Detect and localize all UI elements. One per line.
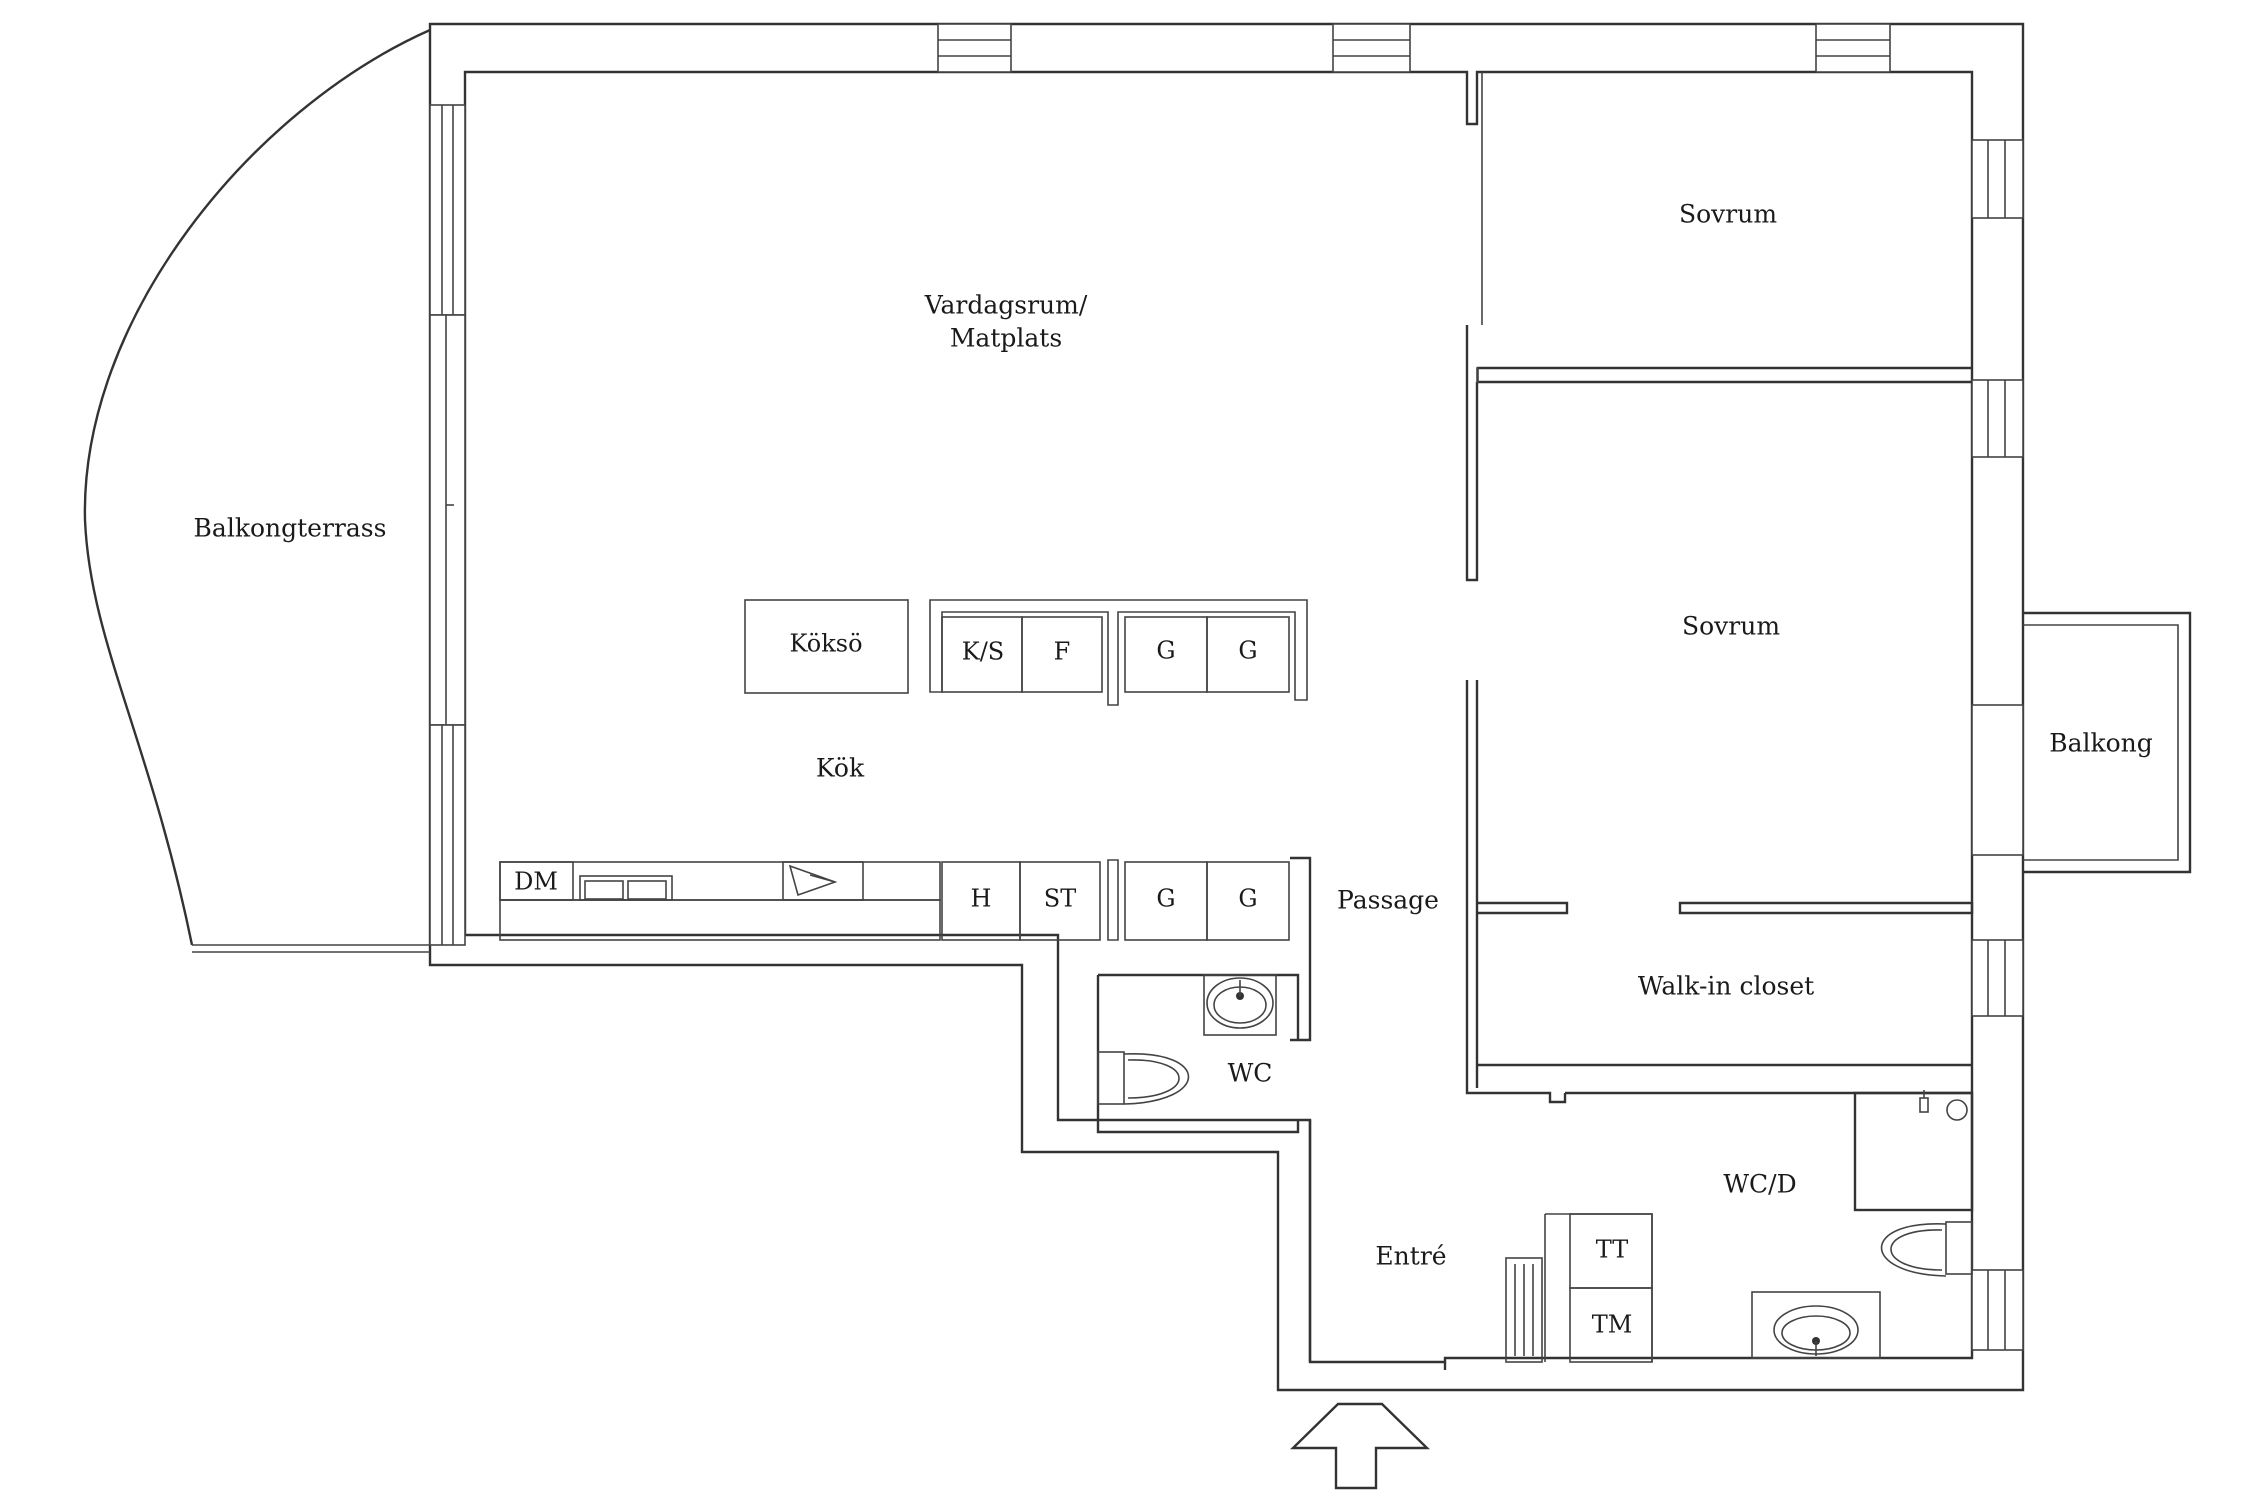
svg-text:Köksö: Köksö	[789, 630, 862, 658]
svg-text:G: G	[1156, 885, 1175, 913]
lower-counter-row: DM H ST G G	[499, 859, 1290, 941]
label-entry: Entré	[1375, 1242, 1446, 1271]
room-labels: Vardagsrum/ Matplats Balkongterrass Kök …	[194, 200, 2153, 1271]
svg-text:ST: ST	[1044, 885, 1076, 913]
window-right-1	[1971, 139, 2024, 219]
kitchen-island: Köksö	[744, 599, 909, 694]
label-terrace: Balkongterrass	[194, 514, 387, 543]
wcd-toilet-icon	[1880, 1221, 1973, 1277]
entrance-arrow-icon	[1290, 1402, 1430, 1490]
label-wcd: WC/D	[1723, 1170, 1796, 1199]
balcony-outline	[1971, 611, 2192, 874]
wcd-washbasin-icon	[1751, 1291, 1881, 1359]
washer-dryer-stack: TT TM	[1544, 1213, 1653, 1363]
interior-walls	[1096, 72, 1974, 1370]
label-living-line2: Matplats	[950, 324, 1062, 353]
svg-text:G: G	[1238, 637, 1257, 665]
top-windows	[937, 23, 1891, 73]
radiator-icon	[1505, 1257, 1543, 1363]
label-kitchen: Kök	[816, 754, 865, 783]
wc-washbasin-icon	[1203, 974, 1277, 1036]
window-top-1	[937, 23, 1012, 73]
wc-toilet-icon	[1097, 1051, 1190, 1105]
label-living-line1: Vardagsrum/	[924, 291, 1088, 320]
window-top-3	[1815, 23, 1891, 73]
window-right-3	[1971, 939, 2024, 1017]
left-glazing	[429, 104, 466, 946]
svg-text:K/S: K/S	[962, 638, 1004, 666]
shower-icon	[1853, 1090, 1974, 1212]
svg-text:TT: TT	[1596, 1236, 1628, 1264]
label-bedroom1: Sovrum	[1679, 200, 1777, 229]
label-bedroom2: Sovrum	[1682, 612, 1780, 641]
window-top-2	[1332, 23, 1411, 73]
right-windows	[1971, 139, 2024, 1351]
upper-cabinet-row: K/S F G G	[929, 599, 1308, 706]
svg-text:TM: TM	[1592, 1311, 1633, 1339]
window-right-2	[1971, 379, 2024, 458]
svg-text:DM: DM	[514, 868, 558, 896]
svg-text:G: G	[1156, 637, 1175, 665]
svg-text:G: G	[1238, 885, 1257, 913]
window-right-4	[1971, 1269, 2024, 1351]
label-walkin: Walk-in closet	[1638, 972, 1814, 1001]
svg-text:F: F	[1054, 638, 1071, 666]
label-balcony: Balkong	[2049, 729, 2153, 758]
terrace-outline	[83, 28, 431, 953]
label-passage: Passage	[1337, 886, 1439, 915]
svg-text:H: H	[971, 885, 992, 913]
outer-walls	[428, 22, 2025, 1392]
label-wc: WC	[1228, 1059, 1273, 1088]
